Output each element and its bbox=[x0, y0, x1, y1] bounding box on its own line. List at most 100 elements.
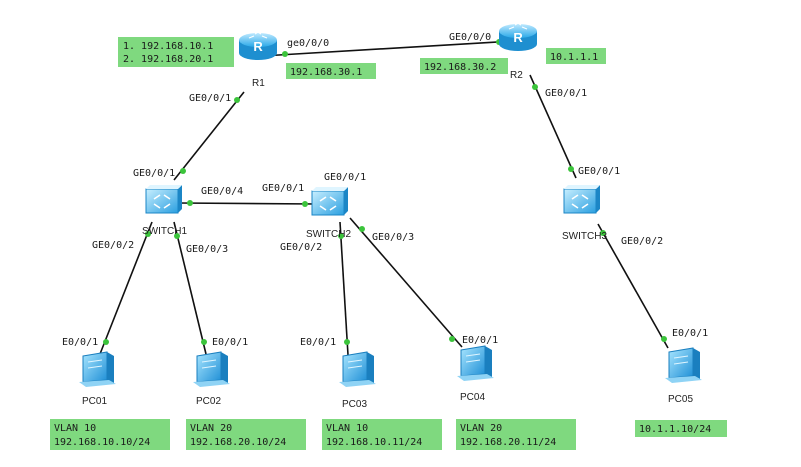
note-pc03: VLAN 10 192.168.10.11/24 bbox=[322, 419, 442, 450]
port-label: ge0/0/0 bbox=[287, 38, 329, 49]
device-label: SWITCH2 bbox=[306, 229, 351, 240]
note-pc05: 10.1.1.10/24 bbox=[635, 420, 727, 437]
device-label: PC04 bbox=[460, 392, 485, 403]
note-line: VLAN 20 bbox=[460, 423, 502, 434]
router-icon bbox=[238, 31, 278, 61]
pc-pc03[interactable]: PC03 bbox=[338, 351, 377, 410]
router-r2[interactable]: R2 bbox=[498, 22, 538, 81]
port-label: E0/0/1 bbox=[672, 328, 708, 339]
port-label: GE0/0/3 bbox=[186, 244, 228, 255]
port-dot bbox=[180, 168, 186, 174]
link-switch2-pc03 bbox=[339, 221, 349, 356]
pc-icon bbox=[456, 345, 495, 382]
link-switch1-pc02 bbox=[173, 221, 207, 355]
port-dot bbox=[344, 339, 350, 345]
note-line: 192.168.10.10/24 bbox=[54, 437, 150, 448]
switch-switch3[interactable]: SWITCH3 bbox=[562, 184, 607, 242]
port-dot bbox=[187, 200, 193, 206]
note-r2-ip: 10.1.1.1 bbox=[546, 48, 606, 64]
port-dot bbox=[661, 336, 667, 342]
note-line: 1. 192.168.10.1 bbox=[123, 41, 213, 52]
note-line: 192.168.10.11/24 bbox=[326, 437, 422, 448]
link-r2-switch3 bbox=[529, 74, 577, 179]
note-line: 192.168.30.1 bbox=[290, 67, 362, 78]
router-r1[interactable]: R1 bbox=[238, 31, 278, 89]
port-dot bbox=[282, 51, 288, 57]
note-r2-link-ip: 192.168.30.2 bbox=[420, 58, 508, 74]
note-r1-ips: 1. 192.168.10.1 2. 192.168.20.1 bbox=[118, 37, 234, 67]
port-label: GE0/0/0 bbox=[449, 32, 491, 43]
switch-switch2[interactable]: SWITCH2 bbox=[306, 186, 351, 240]
device-label: PC03 bbox=[342, 399, 367, 410]
port-dot bbox=[145, 231, 151, 237]
link-r1-r2 bbox=[261, 40, 515, 57]
link-switch3-pc05 bbox=[597, 223, 669, 349]
device-label: SWITCH3 bbox=[562, 231, 607, 242]
link-switch2-pc04 bbox=[349, 217, 463, 348]
note-r1-link-ip: 192.168.30.1 bbox=[286, 63, 376, 79]
device-label: R2 bbox=[510, 70, 523, 81]
port-label: GE0/0/1 bbox=[324, 172, 366, 183]
switch-switch1[interactable]: SWITCH1 bbox=[142, 184, 187, 237]
port-dot bbox=[568, 166, 574, 172]
port-label: E0/0/1 bbox=[62, 337, 98, 348]
switch-icon bbox=[145, 184, 183, 214]
port-label: E0/0/1 bbox=[462, 335, 498, 346]
note-pc02: VLAN 20 192.168.20.10/24 bbox=[186, 419, 306, 450]
note-line: 192.168.20.11/24 bbox=[460, 437, 556, 448]
device-label: PC02 bbox=[196, 396, 221, 407]
port-dot bbox=[359, 226, 365, 232]
port-dot bbox=[338, 233, 344, 239]
pc-icon bbox=[338, 351, 377, 388]
port-dot bbox=[103, 339, 109, 345]
port-dot bbox=[201, 339, 207, 345]
links-layer bbox=[99, 40, 669, 356]
port-label: E0/0/1 bbox=[212, 337, 248, 348]
link-switch1-switch2 bbox=[177, 202, 319, 205]
port-dot bbox=[532, 84, 538, 90]
port-label: GE0/0/2 bbox=[92, 240, 134, 251]
note-line: 192.168.30.2 bbox=[424, 62, 496, 73]
port-label: GE0/0/4 bbox=[201, 186, 243, 197]
router-icon bbox=[498, 22, 538, 52]
pc-pc02[interactable]: PC02 bbox=[192, 351, 231, 407]
note-pc01: VLAN 10 192.168.10.10/24 bbox=[50, 419, 170, 450]
port-dot bbox=[174, 233, 180, 239]
device-label: PC05 bbox=[668, 394, 693, 405]
port-label: GE0/0/1 bbox=[578, 166, 620, 177]
note-line: VLAN 20 bbox=[190, 423, 232, 434]
port-dot bbox=[600, 230, 606, 236]
port-label: GE0/0/1 bbox=[133, 168, 175, 179]
port-label: GE0/0/2 bbox=[621, 236, 663, 247]
note-line: 2. 192.168.20.1 bbox=[123, 54, 213, 65]
link-r1-switch1 bbox=[173, 91, 245, 181]
device-label: R1 bbox=[252, 78, 265, 89]
port-label: GE0/0/2 bbox=[280, 242, 322, 253]
link-switch1-pc01 bbox=[99, 221, 153, 355]
note-line: 10.1.1.10/24 bbox=[639, 424, 711, 435]
pc-pc04[interactable]: PC04 bbox=[456, 345, 495, 403]
port-labels: ge0/0/0 GE0/0/0 GE0/0/1 GE0/0/1 GE0/0/1 … bbox=[62, 32, 708, 348]
port-label: E0/0/1 bbox=[300, 337, 336, 348]
port-label: GE0/0/1 bbox=[545, 88, 587, 99]
pc-pc01[interactable]: PC01 bbox=[78, 351, 117, 407]
device-label: SWITCH1 bbox=[142, 226, 187, 237]
port-label: GE0/0/3 bbox=[372, 232, 414, 243]
port-label: GE0/0/1 bbox=[189, 93, 231, 104]
switch-icon bbox=[563, 184, 601, 214]
pc-icon bbox=[78, 351, 117, 388]
note-line: 192.168.20.10/24 bbox=[190, 437, 286, 448]
port-label: GE0/0/1 bbox=[262, 183, 304, 194]
note-line: VLAN 10 bbox=[326, 423, 368, 434]
note-line: 10.1.1.1 bbox=[550, 52, 598, 63]
port-dot bbox=[234, 97, 240, 103]
note-line: VLAN 10 bbox=[54, 423, 96, 434]
port-dot bbox=[302, 201, 308, 207]
pc-pc05[interactable]: PC05 bbox=[664, 347, 703, 405]
port-dots-layer bbox=[103, 39, 667, 345]
pc-icon bbox=[192, 351, 231, 388]
device-label: PC01 bbox=[82, 396, 107, 407]
pc-icon bbox=[664, 347, 703, 384]
